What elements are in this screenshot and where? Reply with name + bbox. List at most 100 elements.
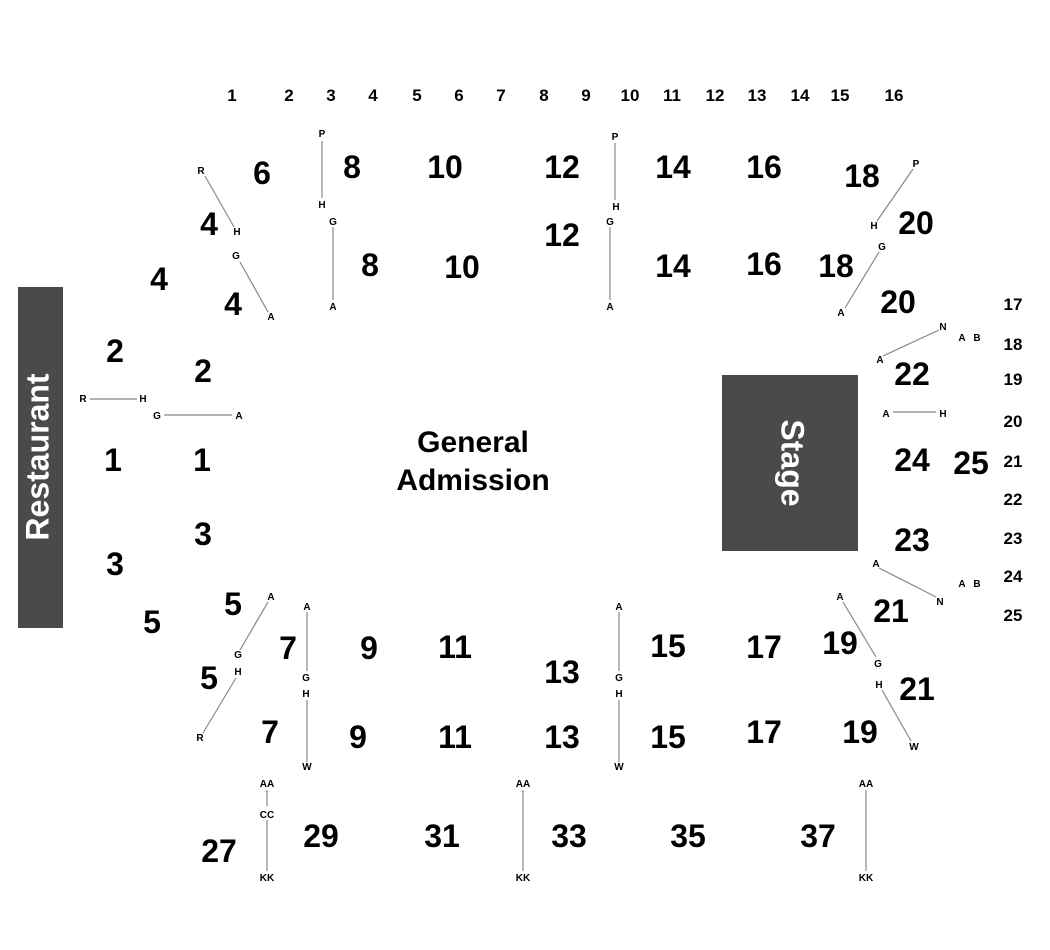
row-letter: A xyxy=(958,579,965,590)
section-label[interactable]: 29 xyxy=(303,818,339,854)
row-letter: H xyxy=(612,202,619,213)
section-label[interactable]: 10 xyxy=(427,149,463,185)
section-label[interactable]: 14 xyxy=(655,248,691,284)
general-admission-area[interactable]: General Admission xyxy=(396,426,549,497)
section-label[interactable]: 2 xyxy=(194,353,212,389)
row-letter: G xyxy=(874,659,882,670)
section-label[interactable]: 4 xyxy=(200,206,218,242)
top-number: 13 xyxy=(748,86,767,105)
row-line xyxy=(881,689,912,742)
section-label[interactable]: 4 xyxy=(224,286,242,322)
top-number: 5 xyxy=(412,86,421,105)
section-label[interactable]: 15 xyxy=(650,628,686,664)
section-label[interactable]: 3 xyxy=(106,546,124,582)
section-label[interactable]: 1 xyxy=(193,442,211,478)
section-label[interactable]: 7 xyxy=(261,714,279,750)
section-label[interactable]: 2 xyxy=(106,333,124,369)
section-label[interactable]: 12 xyxy=(544,149,580,185)
floor-back-sections: 27 29 31 33 35 37 xyxy=(201,818,836,869)
side-number: 24 xyxy=(1004,567,1023,586)
top-number: 7 xyxy=(496,86,505,105)
section-label[interactable]: 8 xyxy=(361,247,379,283)
section-label[interactable]: 18 xyxy=(818,248,854,284)
row-letter: G xyxy=(329,217,337,228)
section-label[interactable]: 16 xyxy=(746,149,782,185)
section-label[interactable]: 31 xyxy=(424,818,460,854)
section-label[interactable]: 5 xyxy=(143,604,161,640)
bottom-upper-sections: 7 9 11 13 15 17 19 21 xyxy=(279,593,909,690)
row-letter: W xyxy=(909,742,919,753)
section-label[interactable]: 21 xyxy=(873,593,909,629)
row-letter: KK xyxy=(516,873,531,884)
restaurant-area[interactable]: Restaurant xyxy=(18,287,63,628)
section-label[interactable]: 6 xyxy=(253,155,271,191)
section-label[interactable]: 5 xyxy=(224,586,242,622)
section-label[interactable]: 16 xyxy=(746,246,782,282)
section-label[interactable]: 18 xyxy=(844,158,880,194)
section-label[interactable]: 20 xyxy=(880,284,916,320)
side-number: 20 xyxy=(1004,412,1023,431)
section-label[interactable]: 3 xyxy=(194,516,212,552)
row-letter: B xyxy=(973,333,980,344)
top-lower-sections: 8 10 12 14 16 18 20 xyxy=(361,217,916,320)
row-letter: H xyxy=(318,200,325,211)
row-letter: A xyxy=(615,602,622,613)
section-label[interactable]: 4 xyxy=(150,261,168,297)
section-label[interactable]: 24 xyxy=(894,442,930,478)
stage-area[interactable]: Stage xyxy=(722,375,858,551)
top-number: 3 xyxy=(326,86,335,105)
section-label[interactable]: 35 xyxy=(670,818,706,854)
section-label[interactable]: 15 xyxy=(650,719,686,755)
section-label[interactable]: 11 xyxy=(438,629,472,665)
row-line xyxy=(204,175,235,228)
row-letter: KK xyxy=(859,873,874,884)
section-label[interactable]: 17 xyxy=(746,629,782,665)
section-label[interactable]: 8 xyxy=(343,149,361,185)
section-label[interactable]: 19 xyxy=(842,714,878,750)
section-label[interactable]: 10 xyxy=(444,249,480,285)
row-letter: H xyxy=(870,221,877,232)
left-inner-sections: 4 4 2 1 3 5 5 xyxy=(193,206,242,696)
section-label[interactable]: 25 xyxy=(953,445,989,481)
row-letter: A xyxy=(837,308,844,319)
row-letter: G xyxy=(615,673,623,684)
section-label[interactable]: 21 xyxy=(899,671,935,707)
row-letter: R xyxy=(197,166,205,177)
row-letter: H xyxy=(939,409,946,420)
row-letter: A xyxy=(872,559,879,570)
section-label[interactable]: 9 xyxy=(349,719,367,755)
row-letter: H xyxy=(233,227,240,238)
section-label[interactable]: 11 xyxy=(438,719,472,755)
section-label[interactable]: 20 xyxy=(898,205,934,241)
section-label[interactable]: 1 xyxy=(104,442,122,478)
section-label[interactable]: 13 xyxy=(544,719,580,755)
restaurant-block xyxy=(18,287,63,628)
row-letter: G xyxy=(302,673,310,684)
row-letter: KK xyxy=(260,873,275,884)
row-letter: A xyxy=(267,312,274,323)
top-number: 12 xyxy=(706,86,725,105)
bottom-lower-sections: 7 9 11 13 15 17 19 21 xyxy=(261,671,935,755)
section-label[interactable]: 12 xyxy=(544,217,580,253)
section-label[interactable]: 22 xyxy=(894,356,930,392)
section-label[interactable]: 7 xyxy=(279,630,297,666)
section-label[interactable]: 19 xyxy=(822,625,858,661)
section-label[interactable]: 23 xyxy=(894,522,930,558)
section-label[interactable]: 37 xyxy=(800,818,836,854)
section-label[interactable]: 17 xyxy=(746,714,782,750)
section-label[interactable]: 13 xyxy=(544,654,580,690)
section-label[interactable]: 33 xyxy=(551,818,587,854)
row-letter: G xyxy=(606,217,614,228)
left-outer-sections: 4 2 1 3 5 xyxy=(104,261,168,640)
row-line xyxy=(844,251,880,309)
row-letter: A xyxy=(329,302,336,313)
row-line xyxy=(842,601,877,658)
section-label[interactable]: 27 xyxy=(201,833,237,869)
section-label[interactable]: 14 xyxy=(655,149,691,185)
general-admission-label-line2: Admission xyxy=(396,464,549,497)
section-label[interactable]: 5 xyxy=(200,660,218,696)
top-column-numbers: 1 2 3 4 5 6 7 8 9 10 11 12 13 14 15 16 xyxy=(227,86,903,105)
top-number: 6 xyxy=(454,86,463,105)
section-label[interactable]: 9 xyxy=(360,630,378,666)
